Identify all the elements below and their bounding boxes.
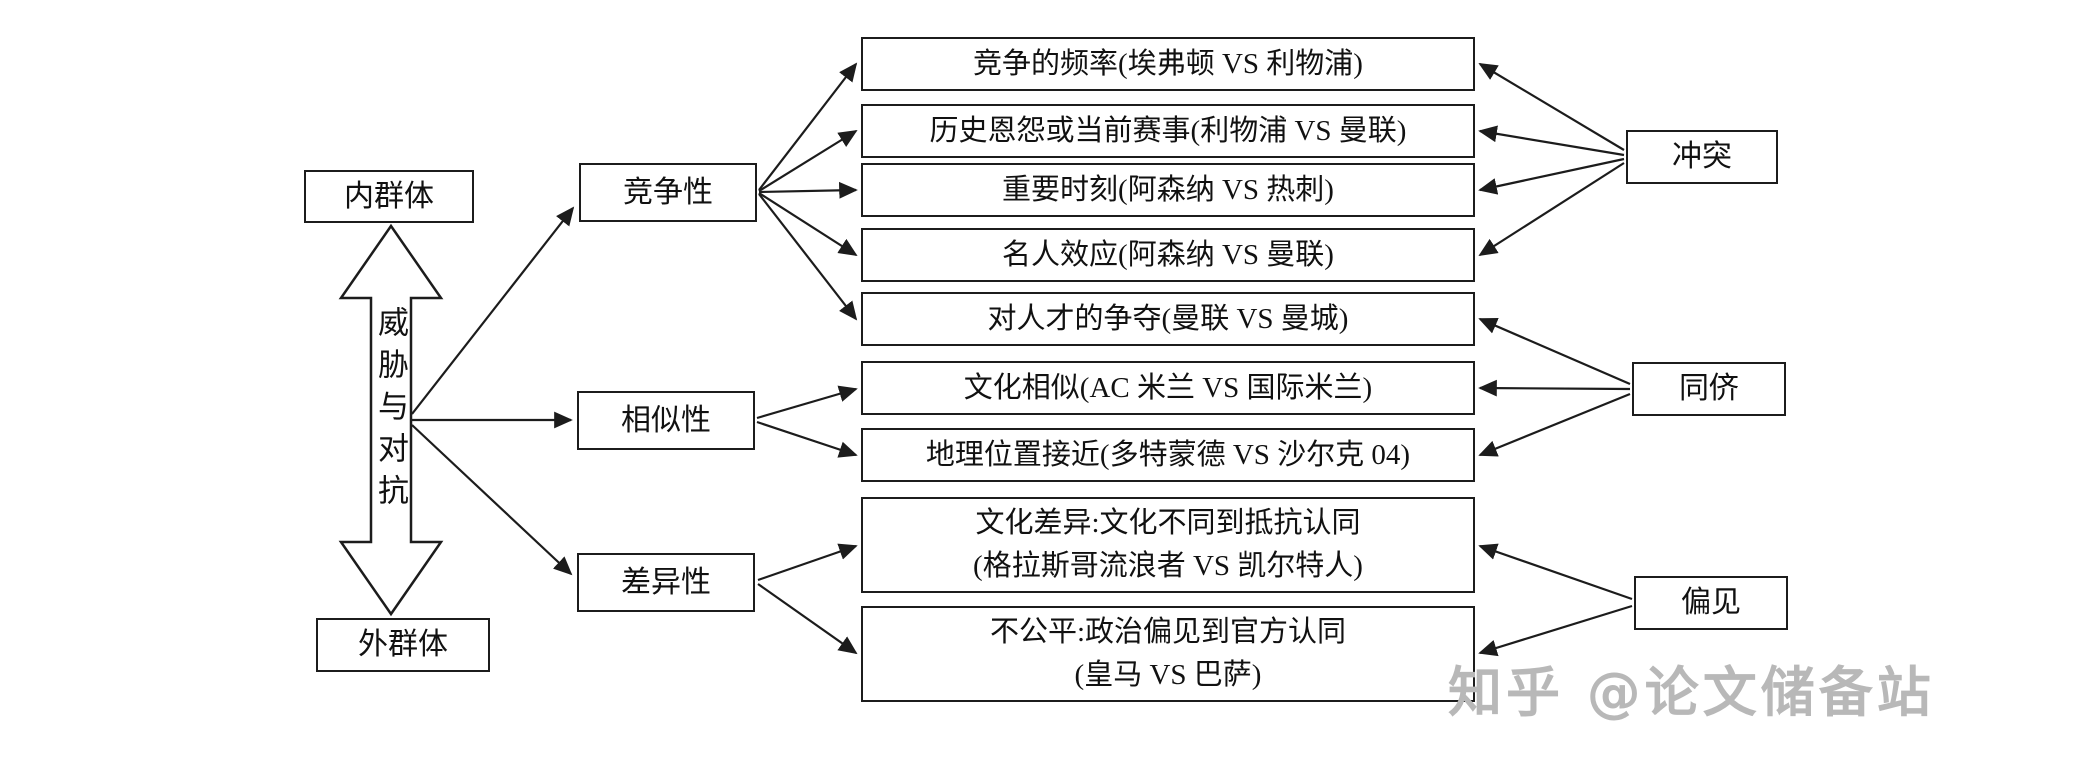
arrow-competitiveness-detail-0 bbox=[758, 62, 858, 191]
node-ingroup: 内群体 bbox=[304, 170, 474, 223]
arrow-axis-difference bbox=[411, 424, 573, 576]
arrow-axis-competitiveness bbox=[411, 206, 575, 415]
node-detail-unfairness-line2: (皇马 VS 巴萨) bbox=[1074, 659, 1262, 691]
node-detail-competition-frequency: 竞争的频率(埃弗顿 VS 利物浦) bbox=[861, 37, 1475, 91]
arrow-difference-detail-7 bbox=[757, 543, 858, 582]
arrow-competitiveness-detail-2 bbox=[758, 181, 858, 199]
node-competitiveness: 竞争性 bbox=[579, 163, 757, 222]
arrow-competitiveness-detail-4 bbox=[758, 193, 858, 321]
arrow-peers-detail-6 bbox=[1478, 392, 1631, 457]
node-detail-history-grudge: 历史恩怨或当前赛事(利物浦 VS 曼联) bbox=[861, 104, 1475, 158]
arrow-peers-detail-4 bbox=[1478, 317, 1631, 386]
arrow-peers-detail-5 bbox=[1478, 379, 1631, 397]
node-detail-unfairness-line1: 不公平:政治偏见到官方认同 bbox=[989, 615, 1347, 648]
node-outgroup: 外群体 bbox=[316, 618, 490, 672]
node-conflict: 冲突 bbox=[1626, 130, 1778, 184]
node-difference: 差异性 bbox=[577, 553, 755, 612]
arrow-conflict-detail-3 bbox=[1478, 162, 1625, 257]
node-detail-key-moments: 重要时刻(阿森纳 VS 热刺) bbox=[861, 163, 1475, 217]
node-peers: 同侪 bbox=[1632, 362, 1786, 416]
axis-label: 威胁与对抗 bbox=[373, 306, 408, 516]
node-detail-talent-competition: 对人才的争夺(曼联 VS 曼城) bbox=[861, 292, 1475, 346]
arrow-conflict-detail-2 bbox=[1478, 157, 1625, 195]
arrow-difference-detail-8 bbox=[757, 583, 858, 655]
node-prejudice: 偏见 bbox=[1634, 576, 1788, 630]
arrow-prejudice-detail-7 bbox=[1478, 543, 1633, 601]
node-detail-cultural-difference-line2: (格拉斯哥流浪者 VS 凯尔特人) bbox=[973, 550, 1363, 582]
arrow-competitiveness-detail-3 bbox=[758, 192, 858, 257]
arrow-prejudice-detail-8 bbox=[1478, 604, 1633, 657]
node-detail-cultural-difference-line1: 文化差异:文化不同到抵抗认同 bbox=[975, 506, 1361, 539]
arrow-competitiveness-detail-1 bbox=[758, 130, 858, 192]
watermark: 知乎 @论文储备站 bbox=[1448, 661, 1935, 724]
arrow-similarity-detail-6 bbox=[756, 420, 858, 458]
arrow-similarity-detail-5 bbox=[756, 385, 858, 420]
node-detail-geographic-proximity: 地理位置接近(多特蒙德 VS 沙尔克 04) bbox=[861, 428, 1475, 482]
node-similarity: 相似性 bbox=[577, 391, 755, 450]
arrow-conflict-detail-1 bbox=[1478, 125, 1625, 157]
threat-double-arrow bbox=[338, 223, 444, 617]
node-detail-cultural-difference: 文化差异:文化不同到抵抗认同 (格拉斯哥流浪者 VS 凯尔特人) bbox=[861, 497, 1475, 593]
node-detail-unfairness: 不公平:政治偏见到官方认同 (皇马 VS 巴萨) bbox=[861, 606, 1475, 702]
node-detail-celebrity-effect: 名人效应(阿森纳 VS 曼联) bbox=[861, 228, 1475, 282]
node-detail-cultural-similarity: 文化相似(AC 米兰 VS 国际米兰) bbox=[861, 361, 1475, 415]
arrow-conflict-detail-0 bbox=[1478, 63, 1625, 151]
